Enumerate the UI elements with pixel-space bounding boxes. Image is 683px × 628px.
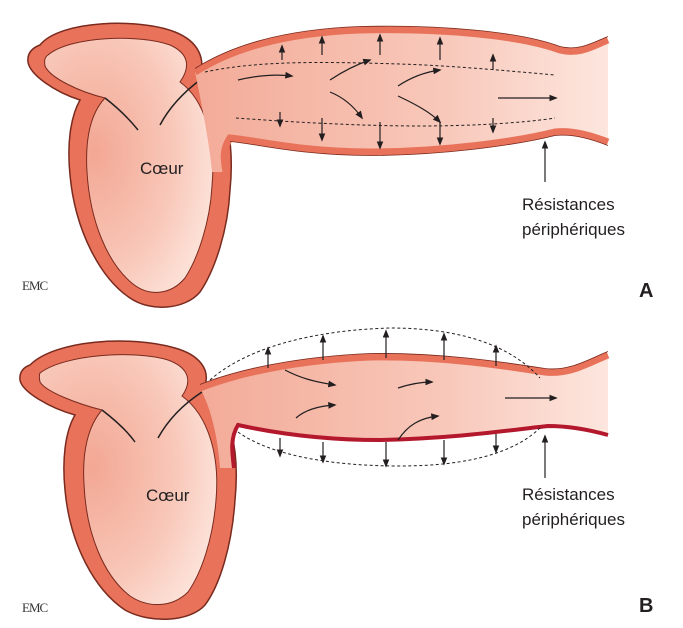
resistance-label-line1: Résistances bbox=[522, 195, 615, 214]
panel-a: Cœur Résistances périphériques A EMC bbox=[22, 23, 653, 307]
resistance-label-line2: périphériques bbox=[522, 510, 625, 529]
resistance-label-line1: Résistances bbox=[522, 485, 615, 504]
emc-logo: EMC bbox=[22, 600, 48, 615]
emc-logo: EMC bbox=[22, 278, 48, 293]
panel-b: Cœur Résistances périphériques B EMC bbox=[20, 328, 654, 619]
panel-label-b: B bbox=[639, 595, 653, 617]
panel-label-a: A bbox=[639, 280, 653, 302]
heart-label: Cœur bbox=[146, 486, 190, 505]
resistance-label-line2: périphériques bbox=[522, 220, 625, 239]
heart-label: Cœur bbox=[140, 159, 184, 178]
